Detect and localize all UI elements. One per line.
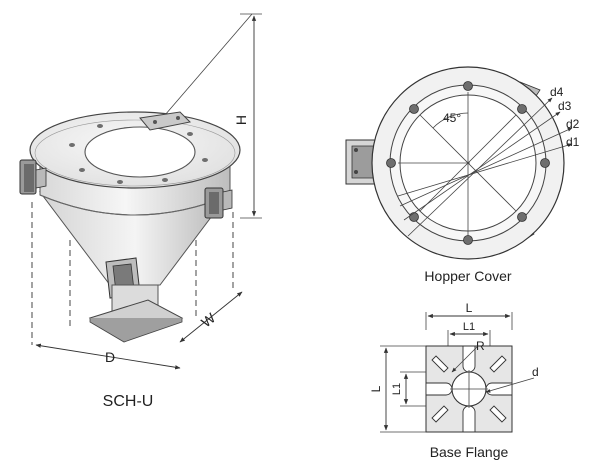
flange-length-top-label: L xyxy=(466,301,473,315)
base-flange-caption: Base Flange xyxy=(430,444,509,460)
hopper-isometric: H xyxy=(19,13,262,410)
flange-l1-top-label: L1 xyxy=(463,321,475,333)
model-label: SCH-U xyxy=(103,393,154,410)
flange-l1-side-label: L1 xyxy=(391,383,403,395)
depth-dimension-label: D xyxy=(105,349,115,365)
flange-length-side-label: L xyxy=(369,385,383,392)
width-dimension-label: W xyxy=(198,309,219,330)
d2-label: d2 xyxy=(566,117,580,131)
d4-label: d4 xyxy=(550,85,564,99)
flange-radius-label: R xyxy=(476,339,485,353)
hopper-cover-caption: Hopper Cover xyxy=(424,268,511,284)
angle-label: 45° xyxy=(443,111,461,125)
base-flange-drawing: L L1 R d L L1 B xyxy=(369,301,539,460)
d3-label: d3 xyxy=(558,99,572,113)
flange-hole-label: d xyxy=(532,365,539,379)
right-latch-icon xyxy=(204,187,233,219)
d1-label: d1 xyxy=(566,135,580,149)
height-dimension-label: H xyxy=(233,115,249,125)
hopper-cover-drawing: 45° d1 d2 d3 d4 Hopper Cover xyxy=(345,66,580,284)
left-latch-icon xyxy=(19,159,47,195)
